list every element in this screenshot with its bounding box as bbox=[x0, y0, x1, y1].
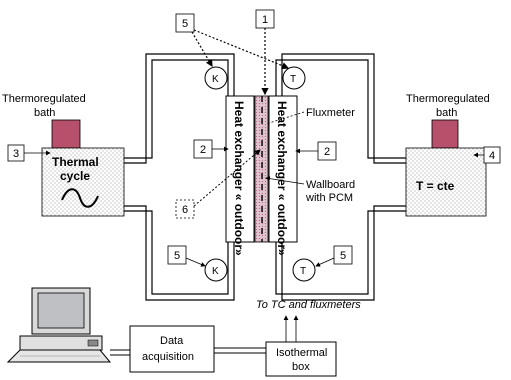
right-bath-title-2: bath bbox=[436, 107, 457, 119]
iso-label-2: box bbox=[292, 361, 310, 373]
svg-text:K: K bbox=[212, 74, 219, 85]
data-acq-label-1: Data bbox=[160, 335, 184, 347]
heat-exchanger-left bbox=[225, 95, 255, 243]
right-bath: Thermoregulated bath T = cte bbox=[405, 93, 490, 217]
left-bath-cap bbox=[51, 119, 81, 149]
heat-exchanger-right-label: Heat exchanger « outdoor» bbox=[275, 101, 289, 256]
callout-6: 6 bbox=[182, 204, 188, 216]
svg-text:T: T bbox=[290, 74, 296, 85]
callout-1: 1 bbox=[262, 14, 268, 26]
callout-5-top-box bbox=[175, 13, 195, 33]
right-bath-cap bbox=[431, 119, 459, 149]
to-tc-label: To TC and fluxmeters bbox=[256, 299, 361, 311]
heat-exchanger-left-label: Heat exchanger « outdoor» bbox=[232, 101, 246, 256]
wallboard-label-2: with PCM bbox=[305, 192, 353, 204]
thermal-cycle-label-1: Thermal bbox=[52, 155, 99, 169]
sensor-k-bottom: K bbox=[204, 258, 228, 282]
callout-5-bottom-left-box bbox=[167, 245, 187, 265]
callout-5-top: 5 bbox=[182, 18, 188, 30]
data-acquisition-box bbox=[129, 325, 215, 373]
sensor-t-bottom: T bbox=[292, 258, 316, 282]
svg-text:K: K bbox=[212, 266, 219, 277]
right-bath-title-1: Thermoregulated bbox=[406, 93, 490, 105]
data-acq-label-2: acquisition bbox=[142, 351, 194, 363]
sensor-k-top: K bbox=[204, 66, 228, 90]
computer-icon bbox=[6, 287, 112, 363]
callout-2-left: 2 bbox=[200, 144, 206, 156]
left-bath-title-2: bath bbox=[34, 107, 55, 119]
callout-5-bottom-left: 5 bbox=[174, 250, 180, 262]
left-bath: Thermoregulated bath Thermal cycle bbox=[2, 93, 125, 217]
left-bath-title-1: Thermoregulated bbox=[2, 93, 86, 105]
callout-4: 4 bbox=[489, 150, 495, 162]
callout-2-right: 2 bbox=[324, 146, 330, 158]
callout-3: 3 bbox=[13, 148, 19, 160]
callout-5-bottom-right: 5 bbox=[340, 250, 346, 262]
sensor-t-top: T bbox=[282, 66, 306, 90]
sine-wave-icon bbox=[61, 188, 99, 208]
thermal-cycle-label-2: cycle bbox=[60, 169, 90, 183]
heat-exchanger-right bbox=[268, 95, 298, 243]
iso-label-1: Isothermal bbox=[276, 347, 327, 359]
right-bath-tank bbox=[405, 147, 487, 217]
isothermal-box bbox=[265, 341, 337, 377]
right-bath-temperature: T = cte bbox=[416, 179, 455, 193]
wallboard-label-1: Wallboard bbox=[306, 179, 355, 191]
callout-6-box bbox=[175, 199, 195, 219]
callout-5-bottom-right-box bbox=[333, 245, 353, 265]
svg-text:T: T bbox=[300, 266, 306, 277]
fluxmeter-label: Fluxmeter bbox=[306, 107, 355, 119]
left-piping bbox=[124, 53, 235, 301]
